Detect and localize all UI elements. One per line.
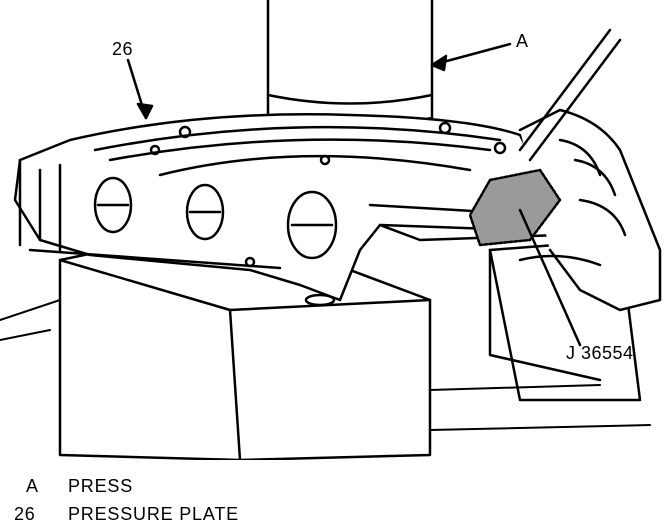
leader-line-tool [518, 208, 582, 347]
callout-pressure-plate: 26 [112, 39, 134, 59]
legend-key: A [26, 475, 39, 496]
j36554-tool [468, 28, 622, 247]
pressure-plate [13, 113, 602, 302]
technician-hand [518, 108, 662, 312]
callout-press: A [516, 31, 529, 51]
legend-description: PRESS [68, 475, 134, 496]
pressure-plate-illustration [0, 0, 662, 460]
legend-row: 26 PRESSURE PLATE [14, 500, 654, 528]
legend-row: A PRESS [14, 472, 654, 500]
arrowhead-pressure-plate [136, 102, 154, 120]
legend-key: 26 [14, 503, 36, 524]
legend-description: PRESSURE PLATE [68, 503, 239, 524]
callout-tool: J 36554 [566, 343, 634, 363]
arrowhead-press [430, 54, 448, 72]
legend: A PRESS 26 PRESSURE PLATE [14, 472, 654, 528]
